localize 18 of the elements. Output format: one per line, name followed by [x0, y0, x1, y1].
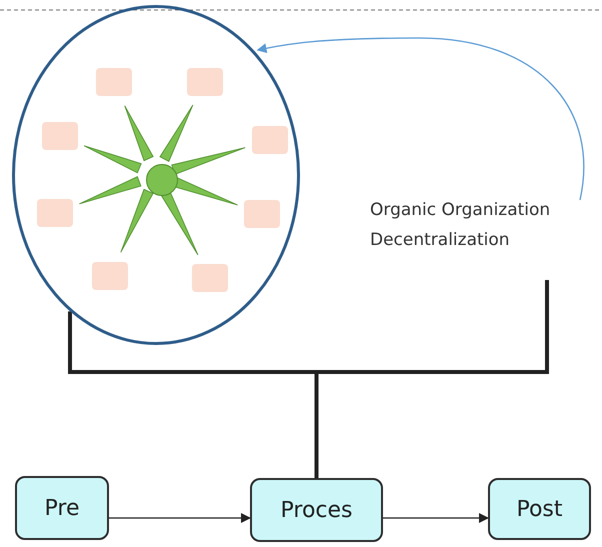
small-box — [192, 264, 228, 292]
small-box — [244, 200, 280, 228]
small-box — [37, 199, 73, 227]
process-box: Proces — [250, 478, 383, 542]
small-box — [187, 68, 223, 96]
arrow — [256, 37, 584, 200]
arrow — [109, 513, 251, 523]
center-circle — [146, 164, 178, 196]
process-box: Pre — [15, 476, 109, 540]
small-box — [42, 122, 78, 150]
arrow — [383, 513, 489, 523]
small-box — [92, 262, 128, 290]
process-box: Post — [488, 478, 591, 540]
small-box — [252, 126, 288, 154]
bracket-line — [314, 280, 549, 478]
text-label: Organic Organization — [370, 200, 552, 220]
small-box — [96, 68, 132, 96]
text-label: Decentralization — [370, 230, 511, 250]
